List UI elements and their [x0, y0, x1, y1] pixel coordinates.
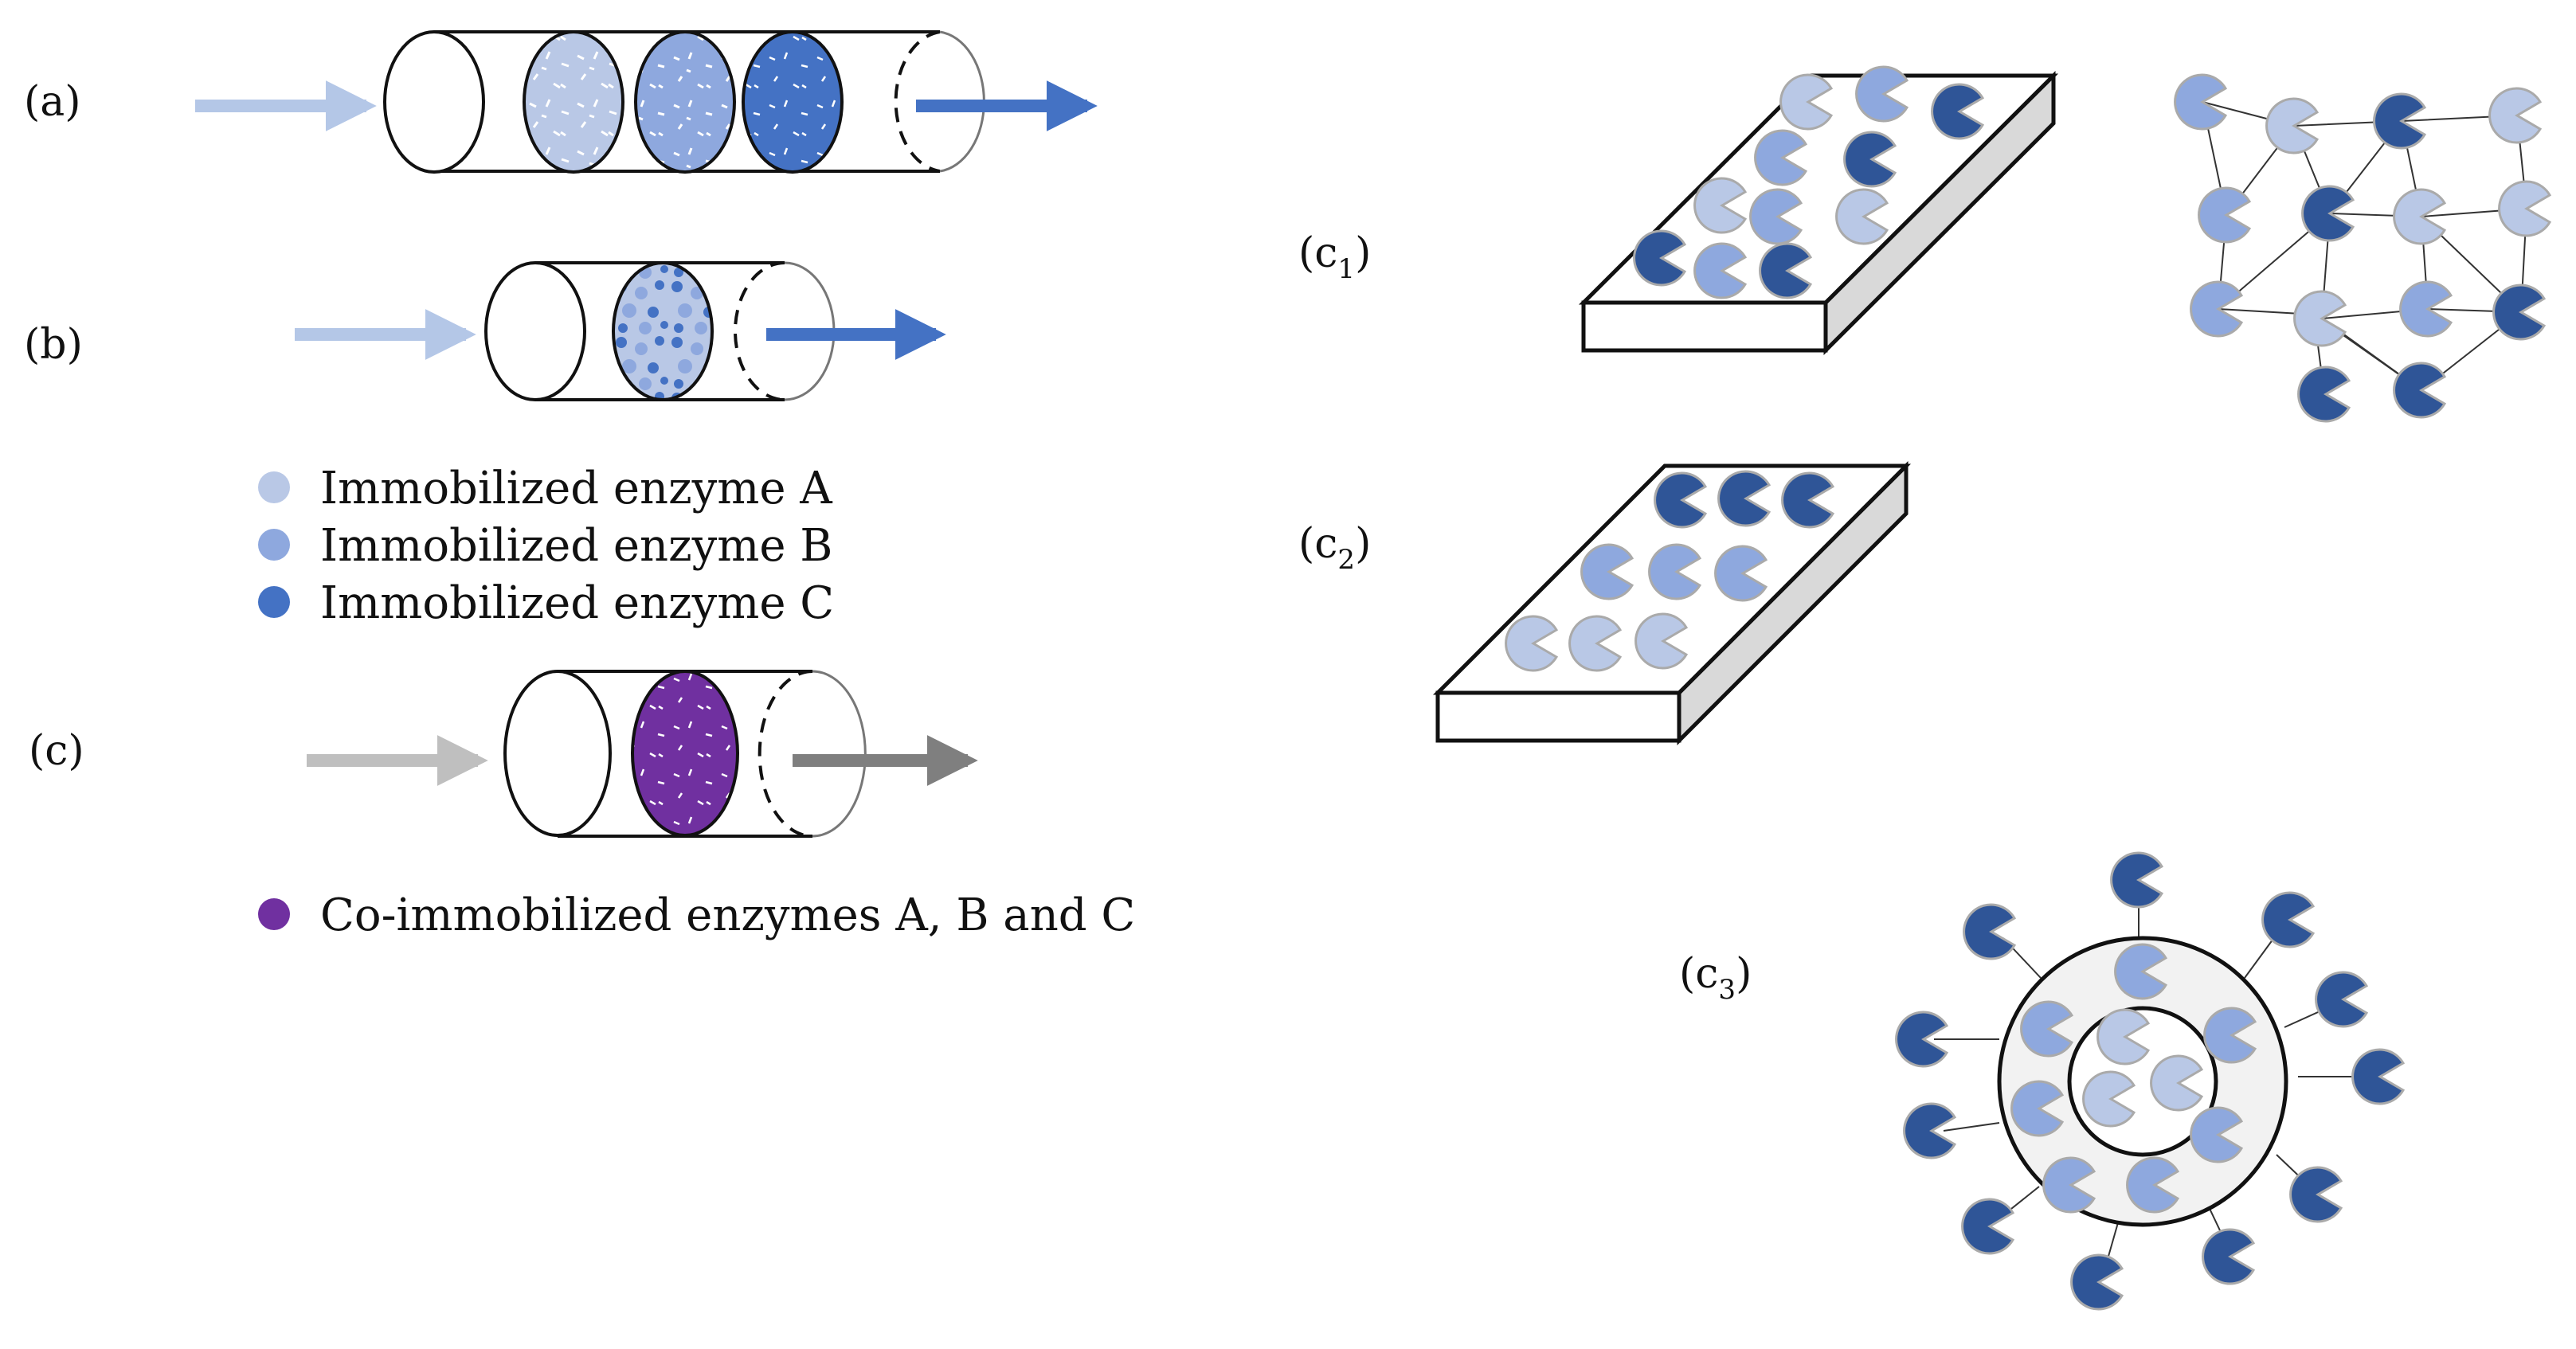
- legend-swatch-c: [258, 586, 290, 618]
- enzyme-icon: [2110, 851, 2163, 909]
- enzyme-b-bed: [634, 30, 736, 174]
- panel-label-a: (a): [24, 78, 81, 126]
- enzyme-icon: [2492, 283, 2546, 341]
- enzyme-icon: [2190, 280, 2243, 338]
- legend: Immobilized enzyme A Immobilized enzyme …: [258, 463, 834, 629]
- column-inlet: [503, 670, 612, 837]
- legend-label-a: Immobilized enzyme A: [320, 463, 832, 514]
- panel-b: (b): [24, 261, 946, 401]
- enzyme-icon: [2393, 188, 2446, 245]
- enzyme-icon: [2202, 1228, 2255, 1285]
- enzyme-icon: [2393, 362, 2446, 419]
- column-outlet: [758, 670, 813, 838]
- core-shell-particle: [1895, 851, 2405, 1311]
- legend-label-c: Immobilized enzyme C: [320, 577, 834, 629]
- mixed-enzyme-bed: [612, 261, 714, 401]
- panel-label-c2: (c2): [1298, 520, 1371, 576]
- enzyme-icon: [2488, 87, 2542, 144]
- cross-linked-network: [2174, 73, 2551, 423]
- enzyme-icon: [2261, 891, 2315, 948]
- reactor-column: [503, 670, 867, 838]
- enzyme-icon: [2315, 971, 2368, 1028]
- panel-label-c: (c): [29, 727, 84, 775]
- enzyme-c-bed: [742, 30, 844, 174]
- column-inlet: [383, 30, 485, 174]
- panel-c3: (c3): [1679, 851, 2405, 1311]
- carrier-plate: [1578, 70, 2059, 356]
- panel-c1: (c1): [1298, 65, 2551, 423]
- reactor-column: [383, 30, 985, 174]
- enzyme-a-bed: [523, 30, 624, 174]
- legend-swatch-b: [258, 529, 290, 561]
- enzyme-icon: [1961, 1198, 2014, 1255]
- enzyme-icon: [2289, 1166, 2343, 1223]
- enzyme-icon: [2351, 1048, 2405, 1105]
- column-inlet: [484, 261, 586, 401]
- panel-c2: (c2): [1298, 460, 1912, 746]
- panel-c: (c) Co-immobilized enzymes A, B and C: [29, 670, 1135, 941]
- co-immobilized-bed: [631, 670, 739, 837]
- enzyme-icon: [2174, 73, 2227, 131]
- legend-swatch-co: [258, 898, 290, 930]
- enzyme-icon: [2297, 366, 2351, 423]
- enzyme-icon: [2198, 186, 2251, 244]
- panel-label-c3: (c3): [1679, 950, 1752, 1006]
- enzyme-icon: [2293, 290, 2347, 347]
- panel-label-c1: (c1): [1298, 229, 1371, 285]
- column-outlet: [894, 30, 941, 173]
- legend-label-co: Co-immobilized enzymes A, B and C: [320, 890, 1135, 941]
- panel-a: (a): [24, 30, 1098, 174]
- panel-label-b: (b): [24, 321, 83, 369]
- enzyme-icon: [2498, 180, 2551, 237]
- legend-swatch-a: [258, 471, 290, 503]
- enzyme-icon: [2070, 1253, 2124, 1311]
- enzyme-icon: [1963, 903, 2016, 960]
- legend-label-b: Immobilized enzyme B: [320, 520, 832, 572]
